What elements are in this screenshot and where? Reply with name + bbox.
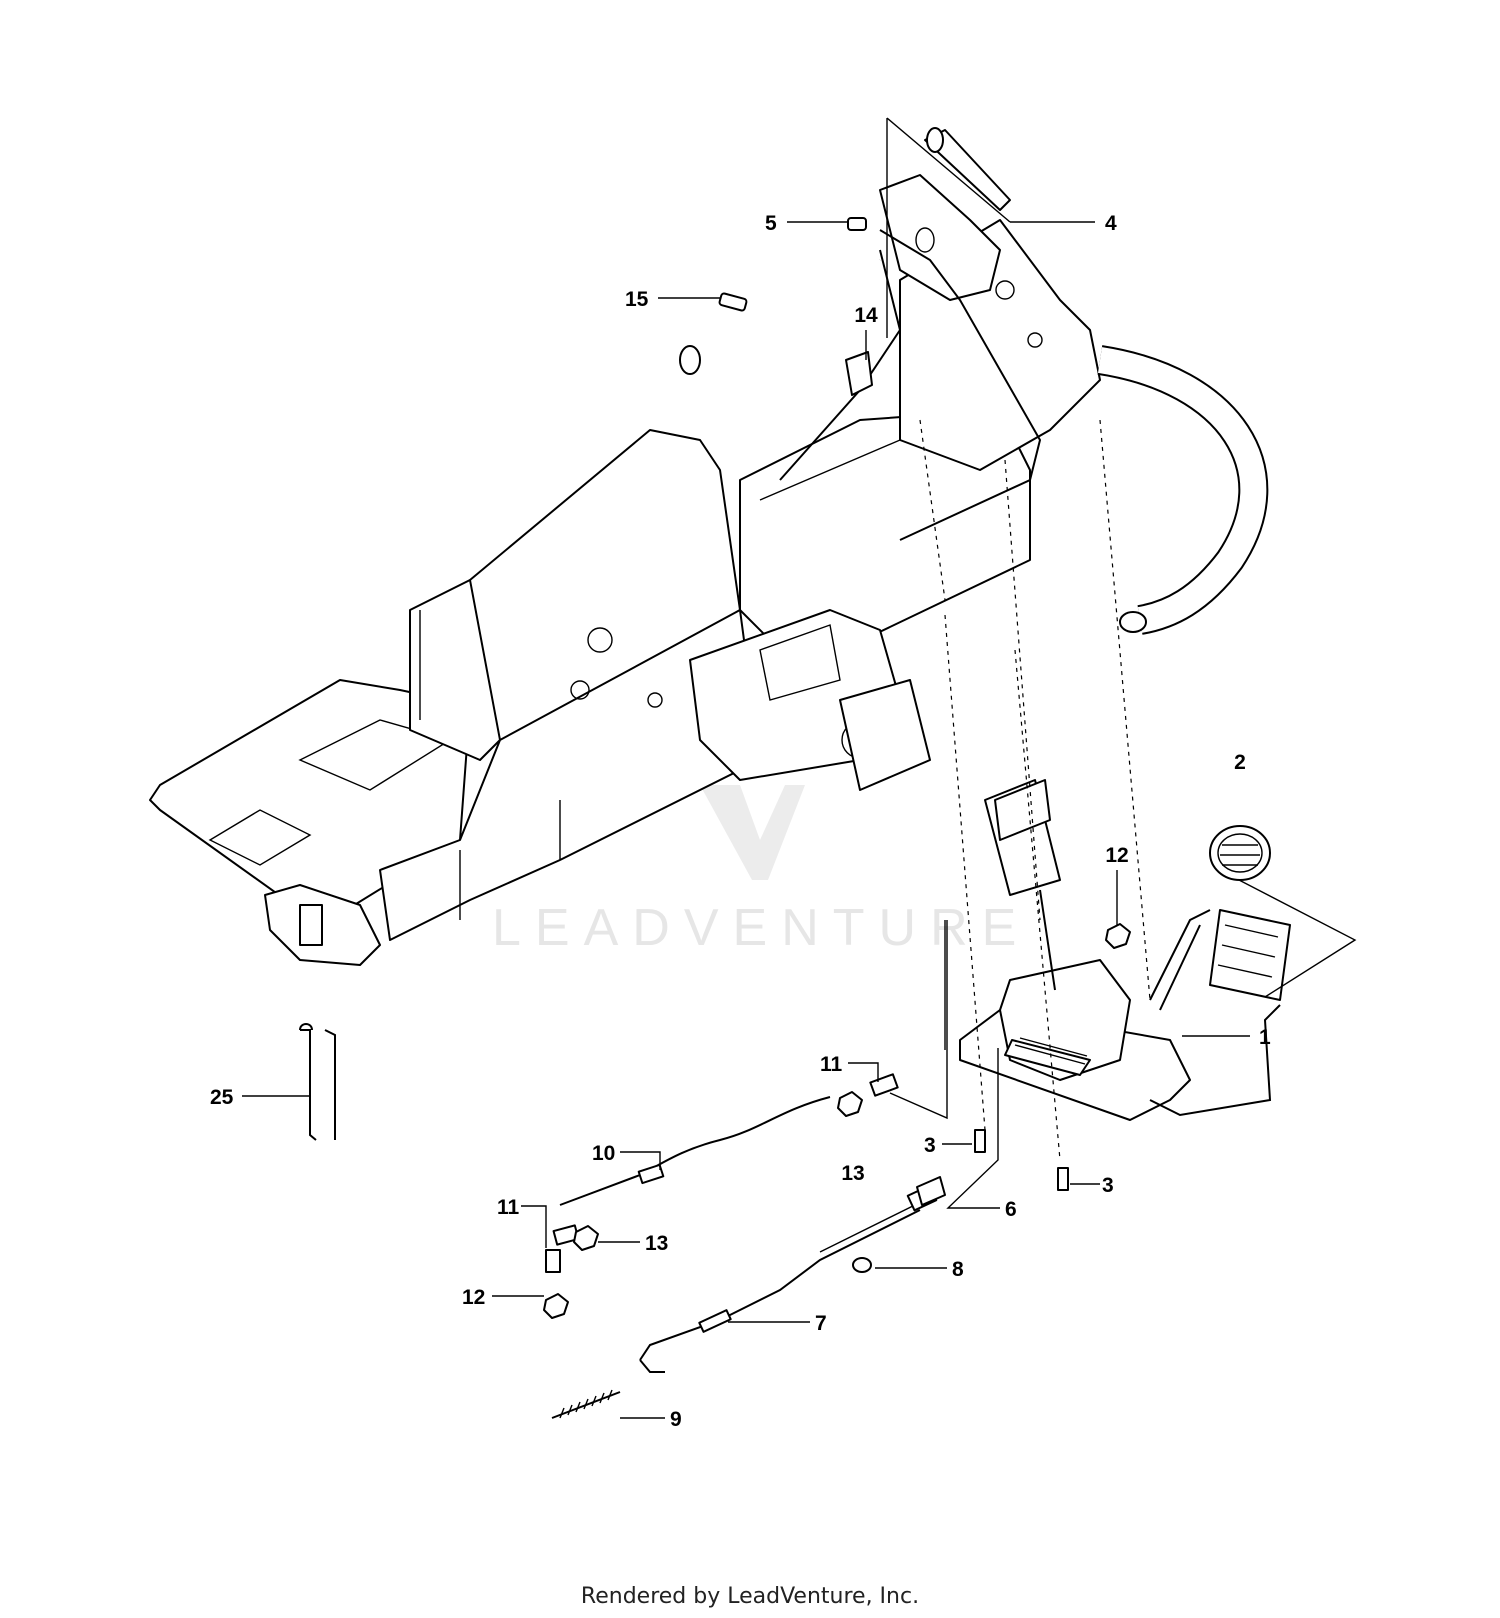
callout-10[interactable]: 10 xyxy=(592,1142,615,1165)
assembly-guides xyxy=(919,419,1151,1161)
handle-tube xyxy=(679,250,1269,635)
callout-11-lower[interactable]: 11 xyxy=(497,1196,520,1219)
pedal-assembly xyxy=(959,779,1291,1121)
callout-8[interactable]: 8 xyxy=(952,1258,964,1281)
watermark: LEADVENTURE xyxy=(492,785,1030,957)
callout-2[interactable]: 2 xyxy=(1234,751,1246,774)
callouts: 1 2 3 3 4 5 6 7 8 9 10 11 11 12 12 13 13… xyxy=(210,212,1271,1431)
callout-1[interactable]: 1 xyxy=(1259,1026,1271,1049)
callout-7[interactable]: 7 xyxy=(815,1312,827,1335)
callout-25[interactable]: 25 xyxy=(210,1086,234,1109)
callout-14[interactable]: 14 xyxy=(854,304,878,327)
callout-12-lower[interactable]: 12 xyxy=(462,1286,485,1309)
chassis-frame xyxy=(149,219,1101,966)
callout-13-lower[interactable]: 13 xyxy=(645,1232,668,1255)
callout-15[interactable]: 15 xyxy=(625,288,649,311)
callout-3-left[interactable]: 3 xyxy=(924,1134,936,1157)
callout-5[interactable]: 5 xyxy=(765,212,777,235)
callout-4[interactable]: 4 xyxy=(1105,212,1117,235)
callout-13-upper[interactable]: 13 xyxy=(841,1162,864,1185)
pedal-pad-part xyxy=(1209,825,1271,881)
callout-9[interactable]: 9 xyxy=(670,1408,682,1431)
callout-3-right[interactable]: 3 xyxy=(1102,1174,1114,1197)
watermark-text: LEADVENTURE xyxy=(492,899,1030,957)
callout-6[interactable]: 6 xyxy=(1005,1198,1017,1221)
leader-lines xyxy=(242,117,1357,1419)
cables xyxy=(299,217,1131,1419)
callout-12-upper[interactable]: 12 xyxy=(1105,844,1128,867)
lever-bracket xyxy=(779,127,1042,541)
footer-credit: Rendered by LeadVenture, Inc. xyxy=(581,1584,919,1609)
callout-11-upper[interactable]: 11 xyxy=(820,1053,843,1076)
